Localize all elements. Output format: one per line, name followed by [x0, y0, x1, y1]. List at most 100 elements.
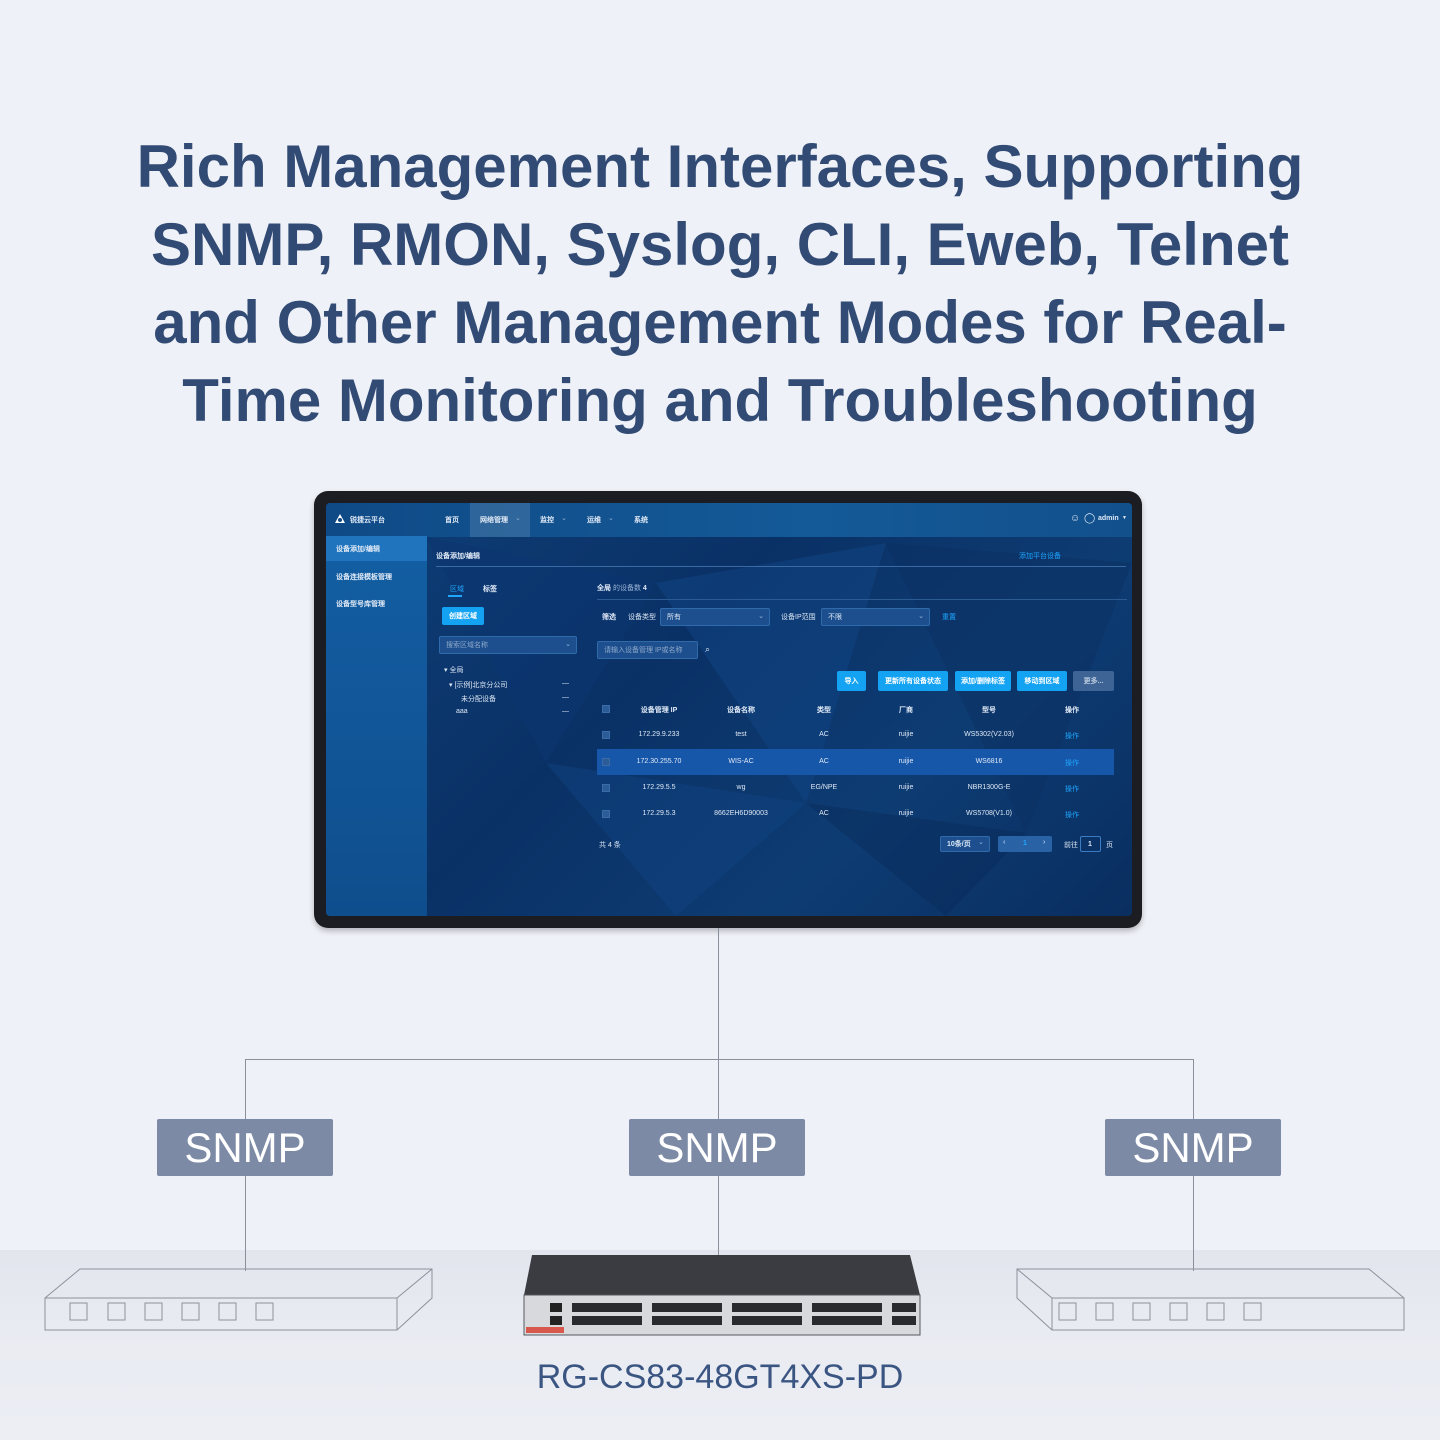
device-search-input[interactable]: 请输入设备管理 IP或名称	[597, 641, 698, 659]
tree-label: [示例]北京分公司	[454, 682, 508, 689]
chevron-down-icon: ⌄	[758, 613, 764, 620]
user-menu[interactable]: admin	[1098, 515, 1119, 522]
caret-down-icon: ▼	[1122, 515, 1127, 521]
scope-label: 全局	[597, 585, 611, 592]
divider	[597, 599, 1127, 600]
tree-node-global[interactable]: ▾ 全局	[444, 667, 464, 674]
nav-operations[interactable]: 运维	[587, 517, 601, 524]
tree-node-unassigned[interactable]: 未分配设备	[461, 696, 496, 703]
reset-link[interactable]: 重置	[942, 614, 956, 621]
chevron-down-icon: ⌄	[608, 515, 614, 522]
user-avatar-icon: ◯	[1084, 513, 1096, 524]
tab-area[interactable]: 区域	[450, 586, 464, 593]
column-header[interactable]: 厂商	[899, 707, 913, 714]
row-checkbox[interactable]	[602, 758, 610, 766]
import-button[interactable]: 导入	[837, 671, 866, 691]
column-header[interactable]: 设备名称	[727, 707, 755, 714]
cell-model: WS6816	[975, 758, 1003, 765]
page-suffix: 页	[1106, 842, 1113, 849]
goto-value: 1	[1088, 840, 1092, 848]
cloud-logo-icon	[335, 514, 345, 523]
ip-range-label: 设备IP范围	[781, 614, 816, 621]
logo-text: 锐捷云平台	[350, 517, 385, 524]
nav-active-highlight	[470, 503, 530, 537]
refresh-status-button[interactable]: 更新所有设备状态	[878, 671, 948, 691]
ip-range-select[interactable]: 不限 ⌄	[821, 608, 930, 626]
page-size-value: 10条/页	[947, 841, 971, 848]
cell-model: WS5708(V1.0)	[966, 810, 1012, 817]
snmp-label-center: SNMP	[629, 1119, 805, 1176]
filter-label: 筛选	[602, 614, 616, 621]
pagination: ‹ 1 ›	[998, 836, 1052, 852]
support-icon[interactable]: ☺	[1070, 513, 1081, 524]
current-page[interactable]: 1	[1023, 840, 1027, 847]
device-count-summary: 全局 的设备数 4	[597, 583, 647, 593]
more-button[interactable]: 更多...	[1073, 671, 1114, 691]
edit-tags-button[interactable]: 添加/删除标签	[955, 671, 1011, 691]
management-ui-screen: 锐捷云平台 首页 网络管理 ⌄ 监控 ⌄ 运维 ⌄ 系统 ☺ ◯ admin ▼…	[326, 503, 1132, 916]
row-checkbox[interactable]	[602, 731, 610, 739]
tree-node-beijing[interactable]: ▾ [示例]北京分公司	[449, 682, 508, 689]
next-page-icon[interactable]: ›	[1043, 839, 1046, 846]
sidebar-item-device-edit[interactable]: 设备添加/编辑	[336, 546, 380, 553]
area-search-select[interactable]: 搜索区域名称⌄	[439, 636, 577, 654]
cell-name: 8662EH6D90003	[714, 810, 768, 817]
tree-dash: —	[562, 694, 569, 701]
search-icon[interactable]: ⌕	[705, 644, 711, 654]
cell-vendor: ruijie	[898, 810, 914, 817]
prev-page-icon[interactable]: ‹	[1003, 839, 1006, 846]
generic-switch-wireframe-left	[44, 1268, 433, 1331]
cell-type: AC	[819, 758, 829, 765]
table-row[interactable]: 172.29.9.233 test AC ruijie WS5302(V2.03…	[597, 722, 1114, 748]
column-header[interactable]: 型号	[982, 707, 996, 714]
move-to-area-button[interactable]: 移动到区域	[1017, 671, 1067, 691]
nav-network-management[interactable]: 网络管理	[480, 517, 508, 524]
total-count: 共 4 条	[599, 842, 621, 849]
tree-node-aaa[interactable]: aaa	[456, 708, 468, 715]
table-row[interactable]: 172.29.5.5 wg EG/NPE ruijie NBR1300G-E 操…	[597, 775, 1114, 801]
column-header[interactable]: 类型	[817, 707, 831, 714]
cell-model: NBR1300G-E	[967, 784, 1011, 791]
row-action-link[interactable]: 操作	[1065, 812, 1079, 819]
snmp-label-right: SNMP	[1105, 1119, 1281, 1176]
sidebar-item-model-library[interactable]: 设备型号库管理	[336, 601, 385, 608]
cell-type: AC	[819, 731, 829, 738]
row-action-link[interactable]: 操作	[1065, 733, 1079, 740]
table-row[interactable]: 172.30.255.70 WIS-AC AC ruijie WS6816 操作	[597, 749, 1114, 775]
cell-type: EG/NPE	[810, 784, 838, 791]
tree-dash: —	[562, 708, 569, 715]
nav-home[interactable]: 首页	[445, 517, 459, 524]
cell-vendor: ruijie	[898, 784, 914, 791]
row-action-link[interactable]: 操作	[1065, 760, 1079, 767]
create-area-button[interactable]: 创建区域	[442, 607, 484, 625]
row-checkbox[interactable]	[602, 810, 610, 818]
cell-vendor: ruijie	[898, 731, 914, 738]
add-platform-device-link[interactable]: 添加平台设备	[1019, 553, 1061, 560]
row-checkbox[interactable]	[602, 784, 610, 792]
headline-line: and Other Management Modes for Real-	[153, 289, 1287, 356]
tab-tags[interactable]: 标签	[483, 586, 497, 593]
chevron-down-icon: ⌄	[515, 515, 521, 522]
nav-monitor[interactable]: 监控	[540, 517, 554, 524]
goto-page-input[interactable]: 1	[1080, 836, 1101, 852]
nav-system[interactable]: 系统	[634, 517, 648, 524]
connector-line	[245, 1059, 1194, 1060]
headline: Rich Management Interfaces, Supporting S…	[0, 128, 1440, 440]
page-size-select[interactable]: 10条/页⌄	[940, 836, 990, 852]
sidebar-item-connection-templates[interactable]: 设备连接模板管理	[336, 574, 392, 581]
device-type-select[interactable]: 所有 ⌄	[660, 608, 770, 626]
cell-name: wg	[736, 784, 746, 791]
column-header[interactable]: 设备管理 IP	[640, 707, 678, 714]
table-row[interactable]: 172.29.5.3 8662EH6D90003 AC ruijie WS570…	[597, 801, 1114, 827]
chevron-down-icon: ⌄	[918, 613, 924, 620]
divider	[436, 566, 1126, 567]
monitor: 锐捷云平台 首页 网络管理 ⌄ 监控 ⌄ 运维 ⌄ 系统 ☺ ◯ admin ▼…	[314, 491, 1142, 928]
select-all-checkbox[interactable]	[602, 705, 610, 713]
device-type-value: 所有	[667, 614, 681, 621]
tree-dash: —	[562, 680, 569, 687]
chevron-down-icon: ⌄	[561, 515, 567, 522]
headline-line: Time Monitoring and Troubleshooting	[182, 367, 1258, 434]
count-value: 4	[642, 585, 647, 592]
ip-range-value: 不限	[828, 614, 842, 621]
row-action-link[interactable]: 操作	[1065, 786, 1079, 793]
